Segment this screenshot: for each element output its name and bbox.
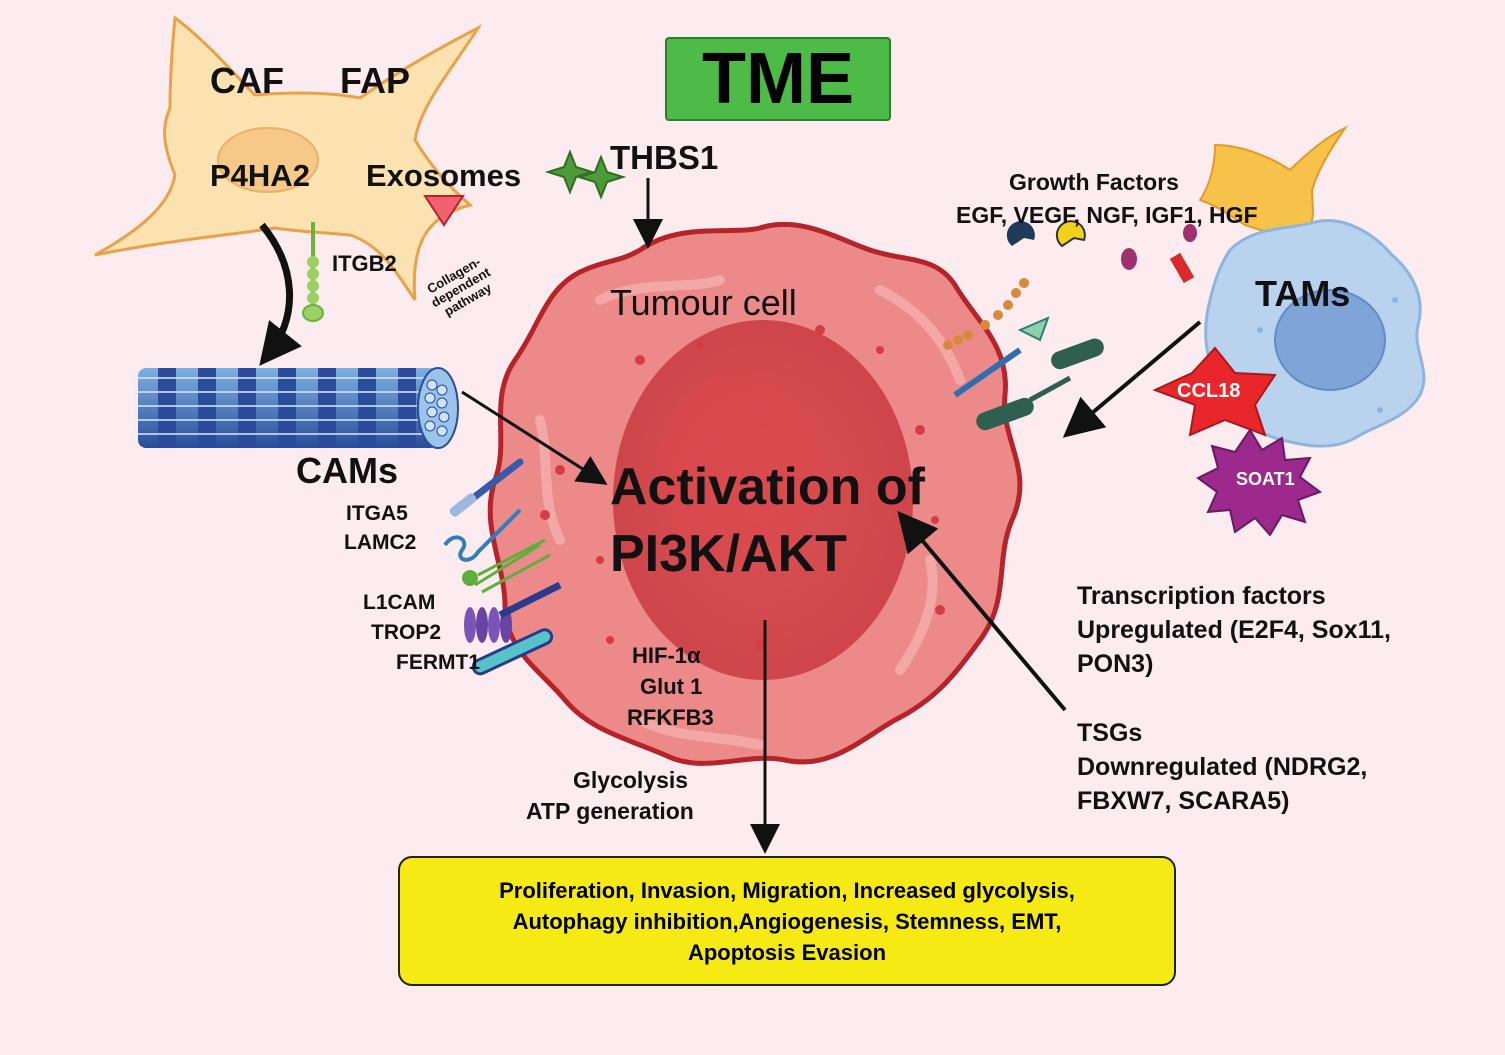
soat1-burst (1196, 428, 1323, 537)
thbs1-label: THBS1 (610, 139, 719, 176)
itgb2-receptor-icon (302, 222, 324, 322)
tsgs-line-2: Downregulated (NDRG2, (1077, 753, 1368, 781)
exosomes-label: Exosomes (366, 158, 522, 193)
growth-factor-ligands (1006, 220, 1197, 284)
rfkfb3-label: RFKFB3 (627, 705, 714, 730)
growth-factors-title: Growth Factors (1009, 169, 1179, 195)
fermt1-label: FERMT1 (396, 651, 480, 674)
tsgs-line-1: TSGs (1077, 719, 1143, 747)
exosome-triangle-icon (423, 195, 465, 227)
tams-to-tumour-arrow (1062, 320, 1202, 438)
soat1-label: SOAT1 (1236, 469, 1295, 489)
itga5-label: ITGA5 (346, 502, 408, 525)
caf-to-cams-arrow (259, 222, 302, 366)
outcomes-box: Proliferation, Invasion, Migration, Incr… (398, 856, 1176, 986)
tsgs-to-activation-arrow (897, 510, 1067, 712)
atp-label: ATP generation (526, 798, 694, 824)
l1cam-label: L1CAM (363, 591, 436, 614)
tumour-cell-label: Tumour cell (610, 282, 797, 323)
growth-factors-list: EGF, VEGF, NGF, IGF1, HGF (956, 202, 1258, 228)
ccl18-label: CCL18 (1177, 380, 1241, 402)
tme-title: TME (702, 39, 854, 119)
cams-title: CAMs (296, 450, 399, 491)
transcription-line-1: Transcription factors (1077, 582, 1326, 610)
lamc2-label: LAMC2 (344, 531, 417, 554)
activation-line-2: PI3K/AKT (610, 525, 847, 583)
outcomes-line-3: Apoptosis Evasion (687, 939, 887, 965)
itgb2-label: ITGB2 (332, 251, 397, 276)
caf-label: CAF (210, 60, 284, 101)
thbs1-star-icons (544, 149, 627, 200)
membrane-receptors-left (443, 458, 562, 676)
glut1-label: Glut 1 (640, 674, 703, 699)
tme-title-box: TME (665, 37, 891, 121)
activation-line-1: Activation of (610, 458, 925, 516)
outcomes-line-1: Proliferation, Invasion, Migration, Incr… (499, 877, 1075, 903)
collagen-fibre-icon (138, 367, 459, 449)
membrane-receptors-right (943, 278, 1104, 431)
stromal-cell-top-right (1198, 125, 1348, 236)
tumour-cell (487, 221, 1023, 766)
transcription-line-2: Upregulated (E2F4, Sox11, (1077, 616, 1391, 644)
tams-label: TAMs (1255, 273, 1351, 314)
caf-cell (94, 15, 483, 301)
collagen-to-activation-arrow (461, 390, 608, 485)
outcomes-line-2: Autophagy inhibition,Angiogenesis, Stemn… (512, 908, 1062, 934)
trop2-label: TROP2 (371, 621, 442, 644)
glycolysis-label: Glycolysis (573, 767, 689, 793)
hif-label: HIF-1α (632, 643, 701, 668)
transcription-line-3: PON3) (1077, 650, 1154, 678)
tsgs-line-3: FBXW7, SCARA5) (1077, 787, 1290, 815)
ccl18-star (1152, 346, 1277, 437)
fap-label: FAP (340, 60, 411, 101)
p4ha2-label: P4HA2 (210, 158, 310, 193)
